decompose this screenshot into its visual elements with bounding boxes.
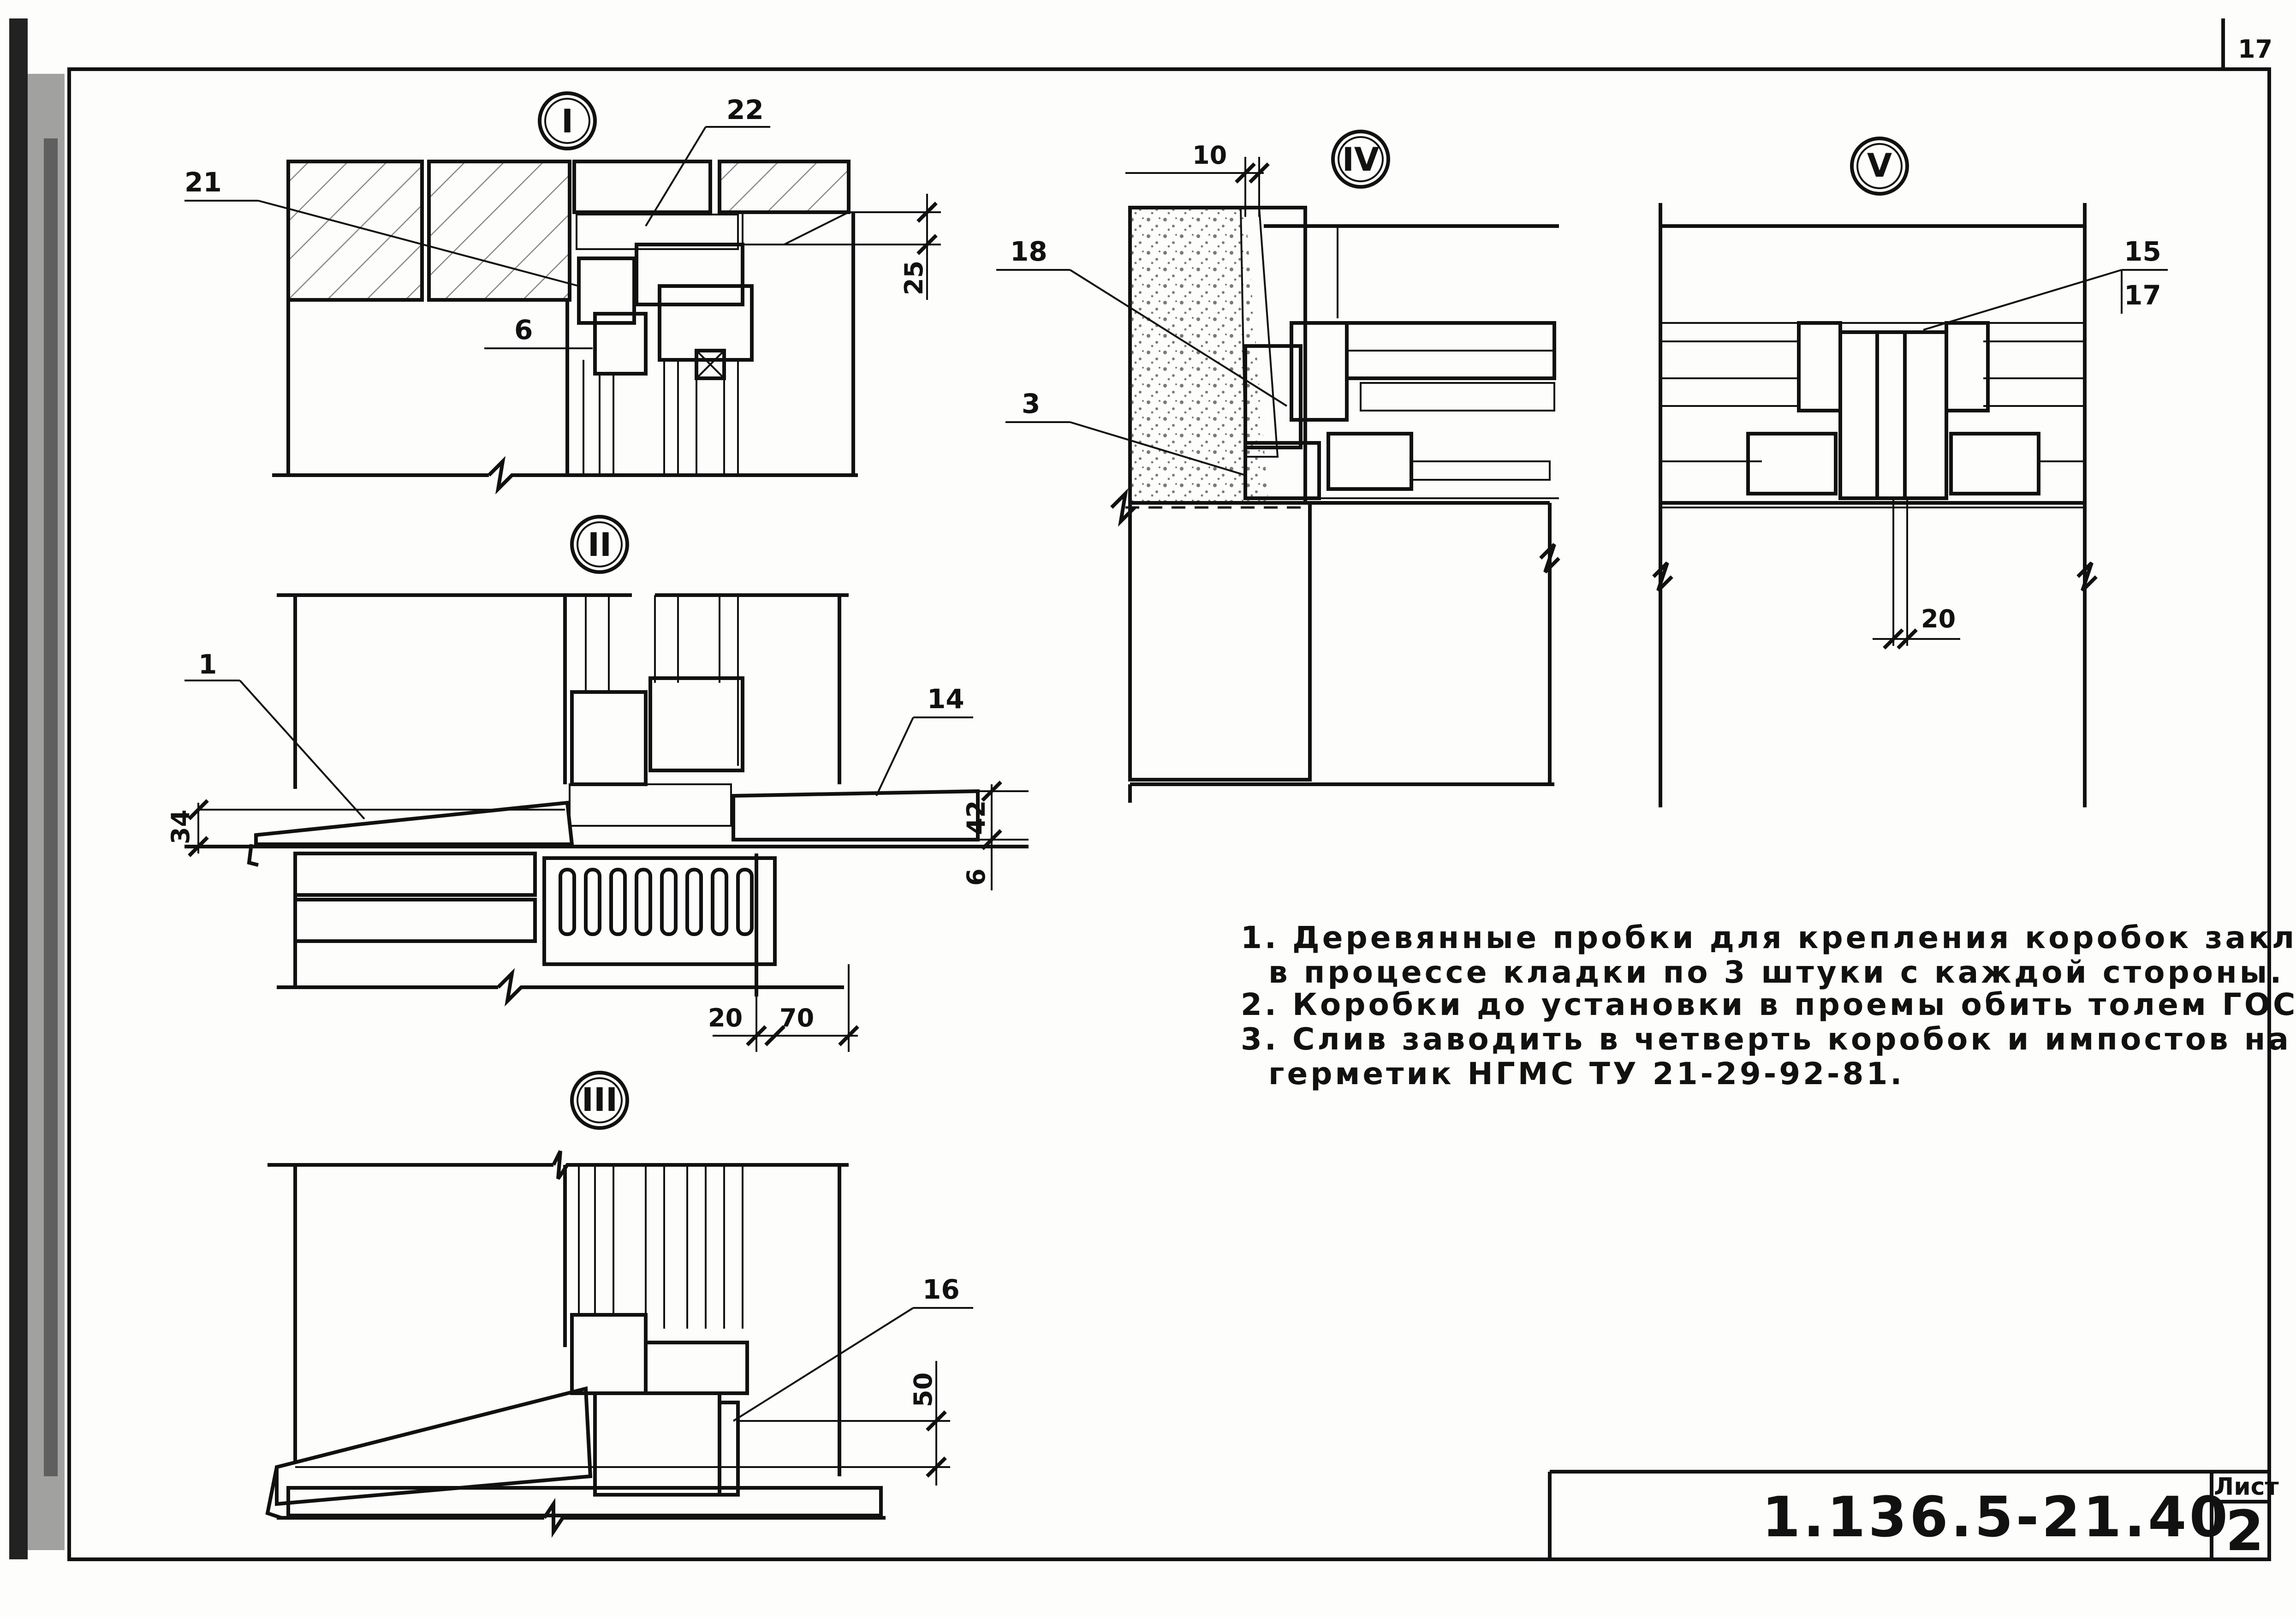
svg-text:I: I xyxy=(561,102,573,140)
svg-text:II: II xyxy=(588,526,612,564)
general-notes: 1. Деревянные пробки для крепления короб… xyxy=(1241,920,2296,1092)
callout-16: 16 xyxy=(922,1274,960,1305)
drawing-code: 1.136.5-21.40 xyxy=(1762,1486,2231,1550)
dim-25: 25 xyxy=(899,261,928,295)
note-1-line-2: в процессе кладки по 3 штуки с каждой ст… xyxy=(1268,955,2284,990)
dim-34: 34 xyxy=(166,810,195,844)
title-block: 1.136.5-21.40 Лист 2 xyxy=(1548,1470,2279,1563)
callout-14: 14 xyxy=(927,683,964,715)
detail-I: I 25 xyxy=(184,91,941,495)
note-3-line-1: 3. Слив заводить в четверть коробок и им… xyxy=(1241,1021,2291,1057)
dim-50: 50 xyxy=(909,1372,938,1407)
detail-V: V 20 15 17 xyxy=(1652,137,2168,807)
dim-20-V: 20 xyxy=(1921,604,1956,633)
callout-6: 6 xyxy=(514,314,533,346)
binding-strip xyxy=(9,18,28,1559)
svg-text:III: III xyxy=(582,1081,618,1119)
sheet-border xyxy=(67,67,2271,1561)
dim-70: 70 xyxy=(779,1003,814,1032)
sheet-number: 2 xyxy=(2225,1499,2267,1563)
dim-10: 10 xyxy=(1192,141,1227,170)
detail-II-marker xyxy=(570,515,629,574)
callout-15: 15 xyxy=(2124,236,2161,267)
detail-IV: IV 10 18 3 xyxy=(996,130,1560,803)
note-3-line-2: герметик НГМС ТУ 21-29-92-81. xyxy=(1268,1056,1904,1092)
dim-6: 6 xyxy=(962,868,991,886)
sheet-label: Лист xyxy=(2214,1473,2279,1501)
detail-III: III 50 16 xyxy=(265,1071,973,1538)
corner-number: 17 xyxy=(2238,35,2272,64)
callout-1: 1 xyxy=(198,649,217,680)
callout-18: 18 xyxy=(1010,236,1047,267)
callout-21: 21 xyxy=(184,167,222,198)
note-2: 2. Коробки до установки в проемы обить т… xyxy=(1241,987,2296,1022)
detail-I-marker xyxy=(538,91,597,150)
detail-V-marker xyxy=(1850,137,1909,196)
vent-slots xyxy=(559,868,754,936)
detail-II: II xyxy=(166,515,1029,1052)
callout-17: 17 xyxy=(2124,280,2161,311)
callout-22: 22 xyxy=(726,94,764,125)
dim-20-II: 20 xyxy=(708,1003,743,1032)
svg-text:IV: IV xyxy=(1342,141,1379,179)
note-1-line-1: 1. Деревянные пробки для крепления короб… xyxy=(1241,920,2296,955)
callout-3: 3 xyxy=(1022,388,1040,419)
detail-IV-marker xyxy=(1331,130,1390,189)
svg-text:V: V xyxy=(1867,147,1892,185)
detail-III-marker xyxy=(570,1071,629,1130)
dim-42: 42 xyxy=(962,800,991,835)
